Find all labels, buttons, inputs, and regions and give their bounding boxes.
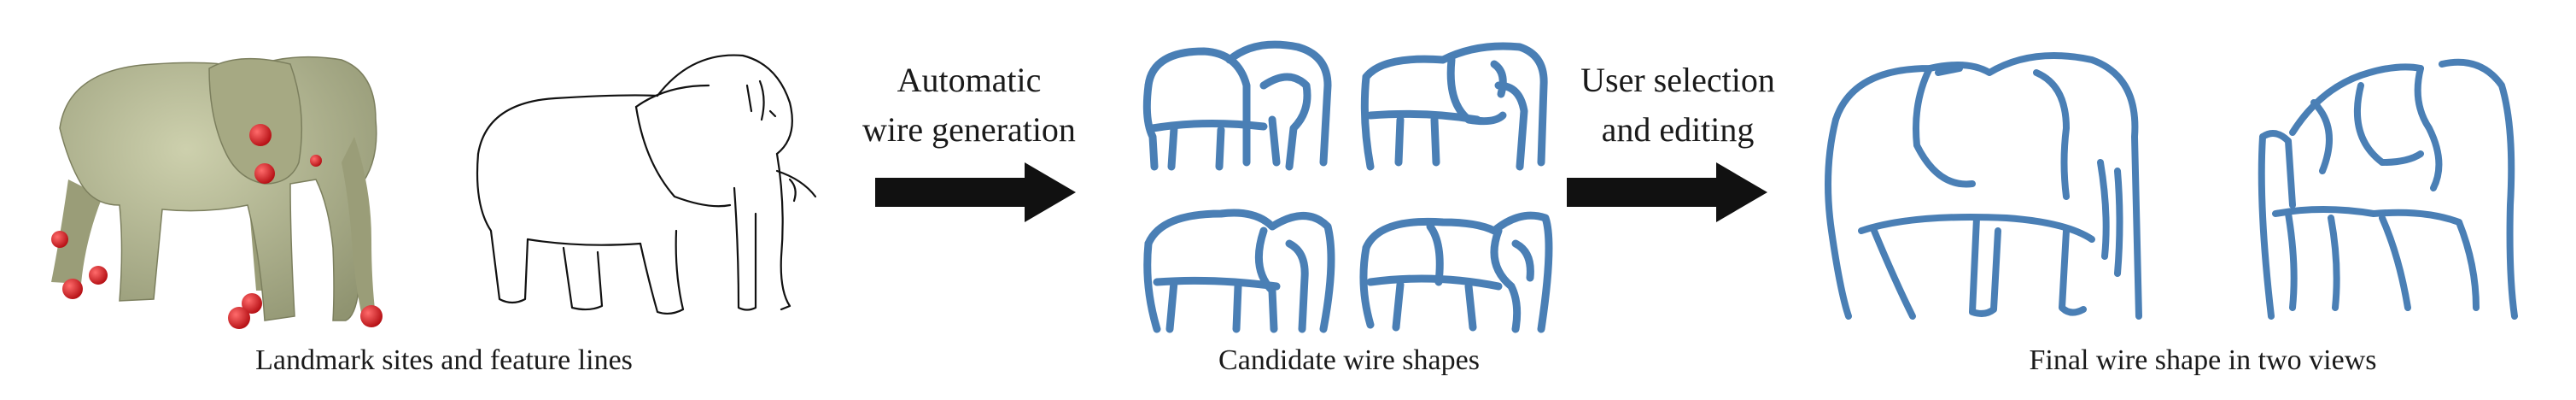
landmark-dot bbox=[310, 155, 322, 167]
landmark-dot bbox=[360, 305, 383, 327]
final-wire-view-front bbox=[2258, 58, 2518, 320]
final-wire-view-side bbox=[1825, 52, 2142, 320]
arrow-right-icon bbox=[875, 162, 1076, 222]
mesh-ear bbox=[208, 57, 303, 185]
candidate-wire-2 bbox=[1360, 42, 1548, 171]
stage-caption-candidates: Candidate wire shapes bbox=[1218, 344, 1480, 376]
landmark-dot bbox=[242, 293, 262, 314]
landmark-dot bbox=[62, 279, 83, 299]
arrow-label-line: Automatic bbox=[897, 61, 1042, 99]
mesh-back-leg bbox=[51, 179, 102, 284]
stage-caption-landmarks: Landmark sites and feature lines bbox=[255, 344, 633, 376]
elephant-feature-lines bbox=[476, 54, 817, 315]
elephant-mesh-with-landmarks bbox=[51, 56, 383, 329]
arrow-label-line: User selection bbox=[1580, 61, 1775, 99]
candidate-wire-1 bbox=[1142, 40, 1332, 171]
candidate-wire-4 bbox=[1359, 211, 1553, 333]
landmark-dot bbox=[51, 231, 68, 248]
mesh-trunk bbox=[342, 137, 376, 321]
arrow-label-line: wire generation bbox=[862, 110, 1076, 149]
arrow-label-line: and editing bbox=[1601, 110, 1755, 149]
arrow-right-icon bbox=[1567, 162, 1767, 222]
landmark-dot bbox=[89, 266, 108, 285]
landmark-dot bbox=[228, 307, 250, 329]
arrow-label-automatic: Automatic wire generation bbox=[832, 56, 1106, 155]
stage-caption-final: Final wire shape in two views bbox=[2029, 344, 2377, 376]
landmark-dot bbox=[254, 163, 275, 184]
landmark-dot bbox=[249, 124, 272, 146]
candidate-wire-3 bbox=[1143, 209, 1335, 333]
arrow-label-user: User selection and editing bbox=[1554, 56, 1802, 155]
